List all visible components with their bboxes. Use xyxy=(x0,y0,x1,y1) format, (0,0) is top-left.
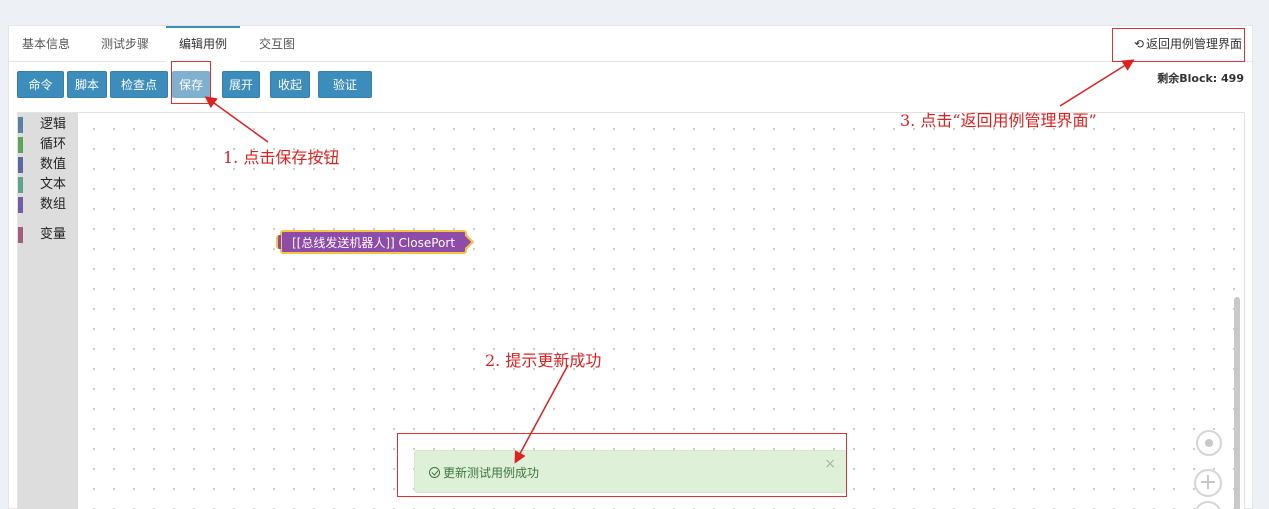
block-text: [[总线发送机器人]] ClosePort xyxy=(292,236,456,250)
closeport-block[interactable]: [[总线发送机器人]] ClosePort xyxy=(276,230,475,254)
category-color-bar xyxy=(18,157,23,173)
collapse-button[interactable]: 收起 xyxy=(270,71,310,98)
category-color-bar xyxy=(18,227,23,243)
recenter-icon[interactable] xyxy=(1196,430,1222,456)
annotation-step-3: 3. 点击“返回用例管理界面” xyxy=(900,111,1097,130)
editor-panel: 基本信息 测试步骤 编辑用例 交互图 ⟲返回用例管理界面 剩余Block: 49… xyxy=(8,25,1253,509)
script-button[interactable]: 脚本 xyxy=(67,71,107,98)
category-color-bar xyxy=(18,197,23,213)
command-button[interactable]: 命令 xyxy=(17,71,64,98)
tab-edit-case[interactable]: 编辑用例 xyxy=(166,26,241,63)
zoom-out-icon[interactable] xyxy=(1194,501,1222,509)
category-label: 循环 xyxy=(40,137,67,152)
toolbox-category-text[interactable]: 文本 xyxy=(18,176,78,194)
toast-highlight xyxy=(397,433,847,497)
category-label: 数值 xyxy=(40,157,67,172)
tab-bar: 基本信息 测试步骤 编辑用例 交互图 ⟲返回用例管理界面 xyxy=(9,26,1252,63)
toolbox-category-logic[interactable]: 逻辑 xyxy=(18,116,78,134)
return-link-label: 返回用例管理界面 xyxy=(1145,37,1242,51)
category-label: 文本 xyxy=(40,177,67,192)
toast-close-icon[interactable]: × xyxy=(824,456,836,472)
checkpoint-button[interactable]: 检查点 xyxy=(110,71,168,98)
zoom-in-icon[interactable]: + xyxy=(1194,469,1222,497)
annotation-step-2: 2. 提示更新成功 xyxy=(485,351,602,370)
category-color-bar xyxy=(18,177,23,193)
toolbox-category-loop[interactable]: 循环 xyxy=(18,136,78,154)
workspace-vertical-scrollbar[interactable] xyxy=(1234,297,1240,509)
check-circle-icon xyxy=(429,467,440,478)
category-color-bar xyxy=(18,117,23,133)
annotation-step-1: 1. 点击保存按钮 xyxy=(223,148,340,167)
expand-button[interactable]: 展开 xyxy=(222,71,260,98)
blockly-workspace[interactable]: 逻辑 循环 数值 文本 数组 变量 xyxy=(17,112,1245,509)
block-right-connector xyxy=(459,234,475,250)
category-label: 数组 xyxy=(40,197,67,212)
validate-button[interactable]: 验证 xyxy=(318,71,372,98)
toolbox-category-array[interactable]: 数组 xyxy=(18,196,78,214)
save-button-highlight xyxy=(171,61,211,104)
remaining-block-label: 剩余Block: xyxy=(1157,72,1218,85)
category-label: 变量 xyxy=(40,227,67,242)
block-toolbox: 逻辑 循环 数值 文本 数组 变量 xyxy=(18,113,78,509)
save-button[interactable]: 保存 xyxy=(172,71,210,98)
category-color-bar xyxy=(18,137,23,153)
category-label: 逻辑 xyxy=(40,117,67,132)
toolbox-category-number[interactable]: 数值 xyxy=(18,156,78,174)
tab-interaction-diagram[interactable]: 交互图 xyxy=(259,37,296,51)
toast-message-wrap: 更新测试用例成功 xyxy=(429,464,539,481)
remaining-block-count: 剩余Block: 499 xyxy=(1157,70,1244,86)
tab-basic-info[interactable]: 基本信息 xyxy=(22,37,71,51)
return-link-highlight xyxy=(1112,28,1245,62)
block-left-connector xyxy=(276,235,281,249)
success-toast: 更新测试用例成功 × xyxy=(414,450,847,493)
return-arrow-icon: ⟲ xyxy=(1133,37,1144,51)
toolbox-category-variable[interactable]: 变量 xyxy=(18,226,78,244)
tab-test-steps[interactable]: 测试步骤 xyxy=(101,37,150,51)
remaining-block-value: 499 xyxy=(1221,72,1244,85)
toast-message: 更新测试用例成功 xyxy=(443,466,540,480)
return-to-case-management-link[interactable]: ⟲返回用例管理界面 xyxy=(1134,26,1242,62)
